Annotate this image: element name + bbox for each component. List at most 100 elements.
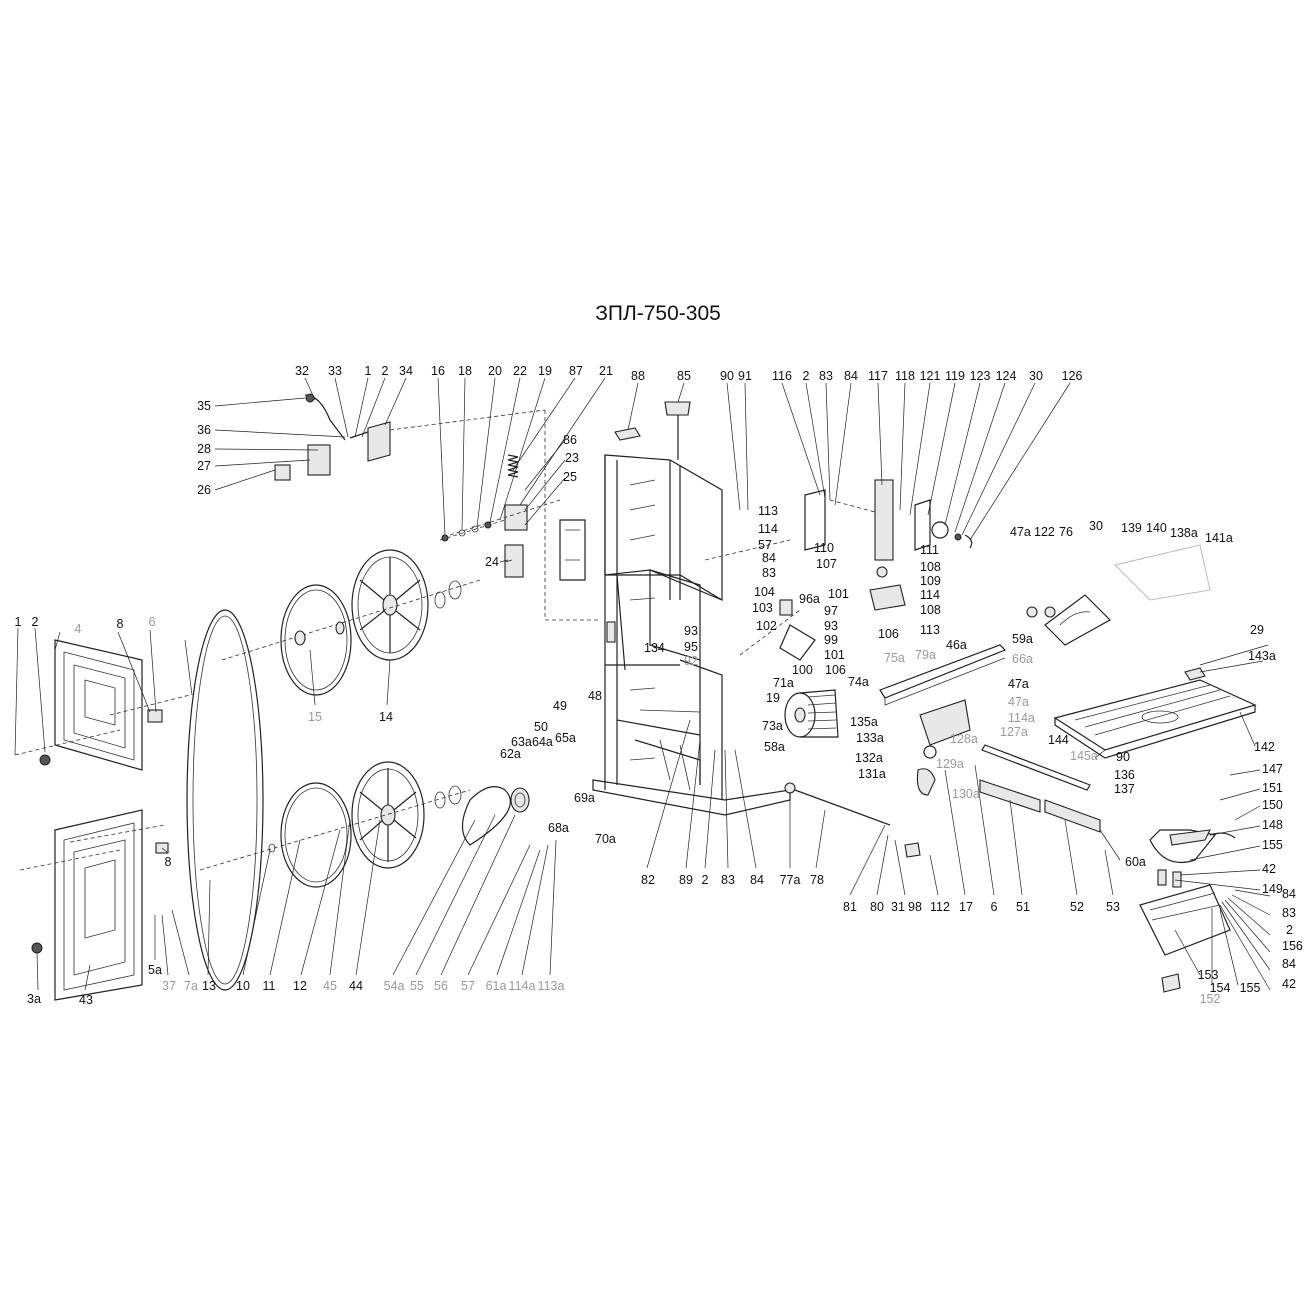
callout-label: 49 (553, 699, 567, 713)
callout-label: 36 (197, 423, 211, 437)
upper-guide-bracket (804, 479, 973, 578)
callout-label: 31 (891, 900, 905, 914)
callout-label: 88 (631, 369, 645, 383)
callout-label: 102 (756, 619, 777, 633)
callout-label: 4 (75, 622, 82, 636)
callout-label: 6 (991, 900, 998, 914)
callout-label: 50 (534, 720, 548, 734)
callout-label: 118 (895, 369, 915, 383)
lower-wheel (199, 761, 471, 871)
callout-label: 114 (920, 588, 940, 602)
callout-label: 126 (1062, 369, 1083, 383)
callout-label: 42 (1282, 977, 1296, 991)
callout-label: 29 (1250, 623, 1264, 637)
callout-label: 3a (27, 992, 41, 1006)
callout-label: 68a (548, 821, 569, 835)
callout-label: 22 (513, 364, 527, 378)
leader-lines (14, 377, 1271, 991)
callout-label: 96a (799, 592, 820, 606)
callout-label: 156 (1282, 939, 1303, 953)
callout-label: 75a (884, 651, 905, 665)
callout-label: 153 (1198, 968, 1219, 982)
callout-label: 64a (532, 735, 553, 749)
callout-label: 11 (263, 979, 276, 993)
callout-label: 123 (970, 369, 991, 383)
callout-label: 2 (1286, 923, 1293, 937)
callout-label: 127a (1000, 725, 1028, 739)
callout-label: 107 (816, 557, 837, 571)
callout-label: 124 (996, 369, 1017, 383)
callout-label: 131a (858, 767, 886, 781)
callout-label: 99 (824, 633, 838, 647)
callout-label: 27 (197, 459, 211, 473)
callout-label: 58a (764, 740, 785, 754)
callout-label: 37 (162, 979, 176, 993)
callout-label: 91 (738, 369, 752, 383)
callout-label: 114a (1008, 711, 1035, 725)
upper-door-cover (14, 639, 191, 771)
callout-label: 76 (1059, 525, 1073, 539)
callout-label: 149 (1262, 882, 1283, 896)
callout-label: 121 (920, 369, 941, 383)
callout-label: 8 (165, 855, 172, 869)
callout-label: 95 (684, 640, 698, 654)
callout-label: 83 (721, 873, 735, 887)
callout-label: 56 (434, 979, 448, 993)
callout-label: 116 (772, 369, 792, 383)
callout-label: 106 (825, 663, 846, 677)
callout-label: 30 (1029, 369, 1043, 383)
callout-label: 53 (1106, 900, 1120, 914)
callout-label: 100 (792, 663, 813, 677)
callout-label: 51 (1016, 900, 1030, 914)
callout-label: 90 (1116, 750, 1130, 764)
callout-label: 83 (762, 566, 776, 580)
tension-assembly (449, 454, 586, 581)
callout-label: 42 (1262, 862, 1276, 876)
callout-label: 15 (308, 710, 322, 724)
callout-label: 132a (855, 751, 883, 765)
callout-label: 79a (915, 648, 936, 662)
callout-label: 34 (399, 364, 413, 378)
callout-label: 90 (720, 369, 734, 383)
callout-label: 10 (236, 979, 250, 993)
callout-label: 130a (952, 787, 980, 801)
callout-label: 148 (1262, 818, 1283, 832)
callout-label: 143a (1248, 649, 1276, 663)
callout-label: 133a (856, 731, 884, 745)
callout-label: 122 (1034, 525, 1055, 539)
callout-label: 13 (202, 979, 216, 993)
callout-label: 113 (920, 623, 940, 637)
callout-label: 113a (538, 979, 565, 993)
callout-label: 44 (349, 979, 363, 993)
callout-label: 129a (936, 757, 964, 771)
callout-label: 19 (766, 691, 780, 705)
callout-label: 150 (1262, 798, 1283, 812)
callout-label: 77a (780, 873, 801, 887)
callout-label: 2 (803, 369, 810, 383)
callout-label: 62a (500, 747, 521, 761)
callout-label: 140 (1146, 521, 1167, 535)
callout-label: 98 (908, 900, 922, 914)
callout-label: 2 (382, 364, 389, 378)
callout-label: 81 (843, 900, 857, 914)
lower-door-cover (19, 809, 169, 1001)
callout-label: 137 (1114, 782, 1135, 796)
callout-label: 86 (563, 433, 577, 447)
callout-label: 63a (511, 735, 532, 749)
callout-label: 78 (810, 873, 824, 887)
callout-label: 117 (868, 369, 888, 383)
callout-label: 155 (1240, 981, 1261, 995)
callout-label: 135a (850, 715, 878, 729)
callout-label: 47a (1008, 677, 1029, 691)
callout-label: 19 (538, 364, 552, 378)
callout-label: 101 (824, 648, 845, 662)
callout-label: 134 (644, 641, 665, 655)
callout-label: 151 (1262, 781, 1283, 795)
callout-label: 21 (599, 364, 613, 378)
callout-label: 93 (824, 619, 838, 633)
callout-label: 84 (1282, 887, 1296, 901)
callout-label: 73a (762, 719, 783, 733)
callout-label: 71a (773, 676, 794, 690)
callout-label: 142 (1254, 740, 1275, 754)
